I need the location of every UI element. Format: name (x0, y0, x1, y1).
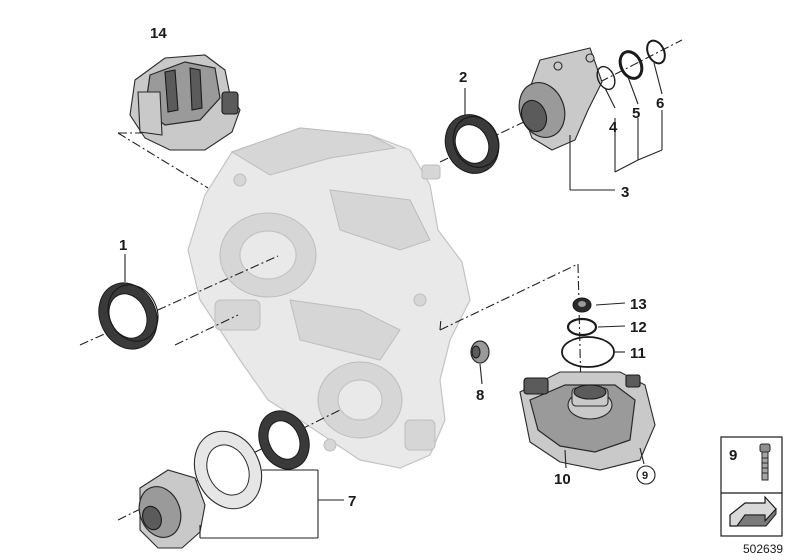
part-13-seal[interactable] (572, 297, 592, 313)
bolt-icon (759, 443, 771, 481)
callout-1: 1 (119, 237, 127, 254)
part-5-shim-ring[interactable] (616, 48, 646, 82)
part-1-shaft-seal[interactable] (88, 273, 167, 358)
callout-7: 7 (348, 493, 356, 510)
transfer-case-housing (187, 127, 471, 469)
leader-lines (124, 62, 663, 539)
inset-part-9[interactable]: 9 (720, 436, 783, 537)
callout-14: 14 (150, 25, 167, 42)
inset-label-9: 9 (729, 447, 737, 464)
part-7-front-flange-set[interactable] (132, 403, 318, 549)
callout-2: 2 (459, 69, 467, 86)
callout-13: 13 (630, 296, 647, 313)
part-10-actuator[interactable] (519, 371, 656, 471)
callout-12: 12 (630, 319, 647, 336)
callout-4: 4 (609, 119, 618, 136)
callout-labels: 14 2 1 4 5 6 3 13 12 11 8 10 7 (119, 25, 664, 510)
part-2-shaft-seal[interactable] (436, 106, 508, 182)
circled-ref-9: 9 (636, 465, 656, 485)
callout-5: 5 (632, 105, 640, 122)
drawing-number: 502639 (743, 542, 783, 556)
callout-10: 10 (554, 471, 571, 488)
part-4-o-ring[interactable] (594, 64, 619, 93)
part-12-o-ring[interactable] (566, 317, 598, 337)
callout-3: 3 (621, 184, 629, 201)
circled-ref-9-text: 9 (642, 470, 648, 482)
part-11-o-ring[interactable] (561, 336, 615, 368)
callout-8: 8 (476, 387, 484, 404)
part-14-bracket[interactable] (129, 54, 241, 151)
callout-6: 6 (656, 95, 664, 112)
part-3-output-flange[interactable] (512, 47, 603, 151)
part-8-plug[interactable] (470, 340, 490, 364)
callout-11: 11 (630, 345, 646, 362)
replace-arrow-icon (729, 495, 777, 527)
part-6-circlip[interactable] (644, 38, 669, 67)
